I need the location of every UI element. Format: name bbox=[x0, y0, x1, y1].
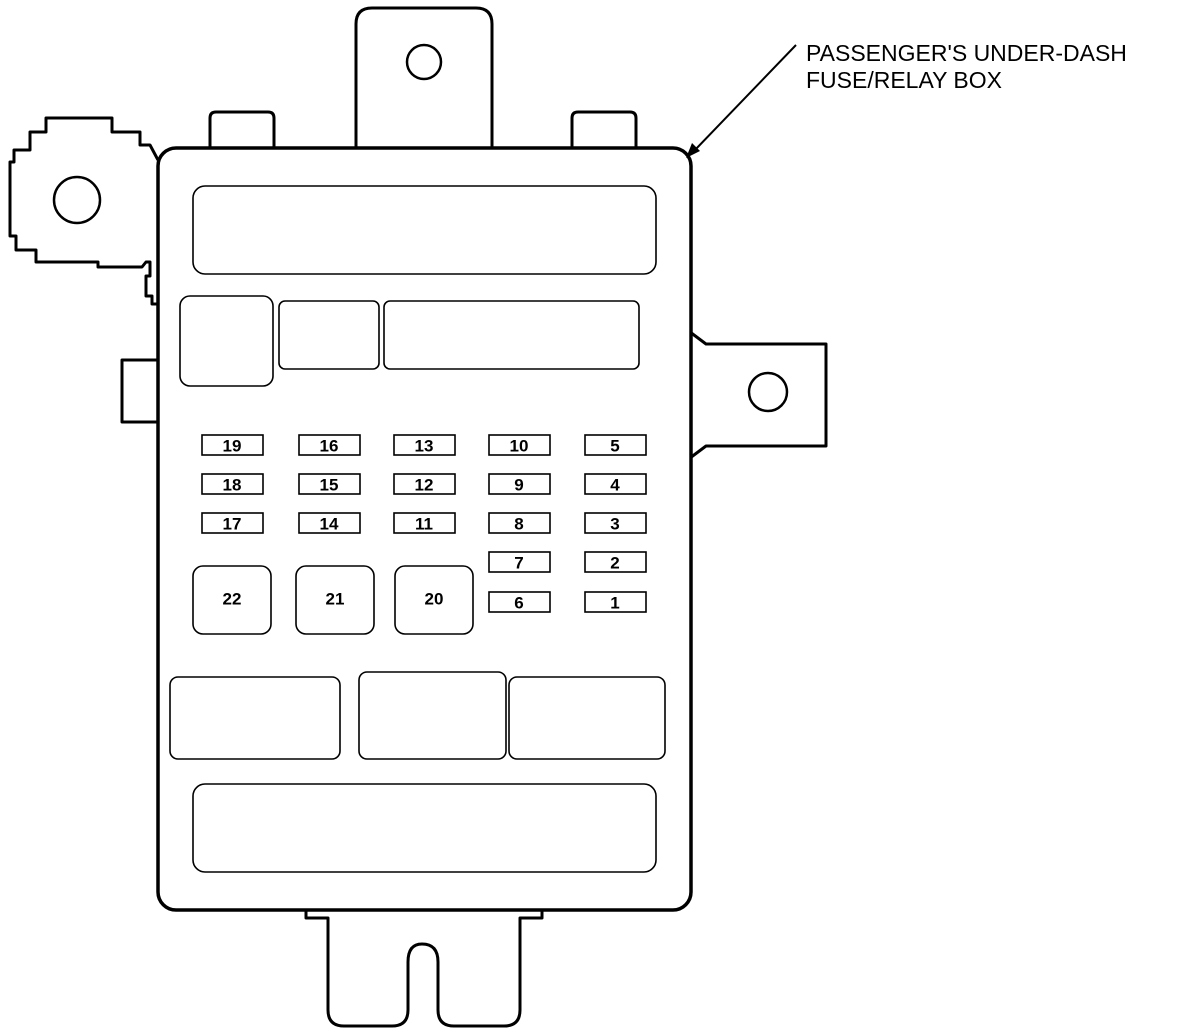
fuse-10: 10 bbox=[488, 434, 551, 456]
fuse-number: 13 bbox=[415, 437, 434, 456]
fuse-slot bbox=[298, 512, 361, 534]
relay-slot-top bbox=[192, 185, 657, 275]
fuse-18: 18 bbox=[201, 473, 264, 495]
large-fuse-group: 22 21 20 bbox=[192, 565, 474, 635]
large-fuse-slot bbox=[192, 565, 272, 635]
fuse-slot bbox=[584, 591, 647, 613]
fuse-number: 9 bbox=[514, 476, 523, 495]
large-fuse-number: 22 bbox=[223, 590, 242, 609]
fuse-number: 3 bbox=[610, 515, 619, 534]
fuse-slot bbox=[201, 473, 264, 495]
fuse-slot bbox=[584, 512, 647, 534]
relay-slot-middle bbox=[278, 300, 380, 370]
fuse-slot bbox=[488, 434, 551, 456]
large-fuse-slot bbox=[295, 565, 375, 635]
fuse-number: 15 bbox=[320, 476, 339, 495]
fuse-slot bbox=[201, 434, 264, 456]
fuse-number: 2 bbox=[610, 554, 619, 573]
label-arrowhead bbox=[686, 143, 700, 158]
fuse-number: 17 bbox=[223, 515, 242, 534]
fuse-16: 16 bbox=[298, 434, 361, 456]
bottom-connector bbox=[304, 908, 544, 1028]
relay-slot-bottom-right bbox=[508, 676, 666, 760]
fuse-1: 1 bbox=[584, 591, 647, 613]
fuse-group: 19 16 13 10 5 18 15 12 9 4 17 14 11 8 3 7 2 6 1 bbox=[201, 434, 647, 613]
fuse-slot bbox=[201, 512, 264, 534]
fuse-6: 6 bbox=[488, 591, 551, 613]
relay-slot-right bbox=[383, 300, 640, 370]
large-fuse-21: 21 bbox=[295, 565, 375, 635]
fuse-8: 8 bbox=[488, 512, 551, 534]
fuse-slot bbox=[393, 473, 456, 495]
fuse-slot bbox=[584, 473, 647, 495]
fuse-number: 14 bbox=[320, 515, 339, 534]
fuse-slot bbox=[393, 512, 456, 534]
left-top-clip bbox=[208, 110, 276, 148]
fuse-number: 6 bbox=[514, 594, 523, 613]
fuse-11: 11 bbox=[393, 512, 456, 534]
fuse-15: 15 bbox=[298, 473, 361, 495]
fuse-number: 1 bbox=[610, 594, 619, 613]
fuse-19: 19 bbox=[201, 434, 264, 456]
relay-slot-bottom-middle bbox=[358, 671, 507, 760]
fuse-slot bbox=[488, 512, 551, 534]
fuse-7: 7 bbox=[488, 551, 551, 573]
left-bracket-hole bbox=[52, 175, 102, 225]
right-mounting-tab bbox=[689, 330, 828, 460]
fuse-slot bbox=[488, 591, 551, 613]
fuse-slot bbox=[393, 434, 456, 456]
fuse-9: 9 bbox=[488, 473, 551, 495]
fuse-slot bbox=[584, 434, 647, 456]
fuse-number: 10 bbox=[510, 437, 529, 456]
fuse-slot bbox=[488, 473, 551, 495]
fuse-number: 5 bbox=[610, 437, 619, 456]
fuse-4: 4 bbox=[584, 473, 647, 495]
fuse-slot bbox=[298, 434, 361, 456]
fuse-box-label: PASSENGER'S UNDER-DASH FUSE/RELAY BOX bbox=[806, 40, 1127, 94]
label-leader-line bbox=[693, 44, 797, 152]
fuse-number: 18 bbox=[223, 476, 242, 495]
label-line-2: FUSE/RELAY BOX bbox=[806, 67, 1002, 93]
fuse-13: 13 bbox=[393, 434, 456, 456]
large-fuse-slot bbox=[394, 565, 474, 635]
fuse-slot bbox=[488, 551, 551, 573]
fuse-number: 12 bbox=[415, 476, 434, 495]
fuse-5: 5 bbox=[584, 434, 647, 456]
right-mounting-hole bbox=[747, 371, 789, 413]
fuse-slot bbox=[584, 551, 647, 573]
fuse-number: 19 bbox=[223, 437, 242, 456]
top-mounting-hole bbox=[405, 43, 443, 81]
left-bracket bbox=[8, 116, 160, 306]
fuse-number: 8 bbox=[514, 515, 523, 534]
large-fuse-22: 22 bbox=[192, 565, 272, 635]
relay-slot-left bbox=[179, 295, 274, 387]
label-line-1: PASSENGER'S UNDER-DASH bbox=[806, 40, 1127, 66]
fuse-3: 3 bbox=[584, 512, 647, 534]
large-fuse-number: 21 bbox=[326, 590, 345, 609]
fuse-2: 2 bbox=[584, 551, 647, 573]
fuse-number: 11 bbox=[415, 515, 433, 534]
right-top-clip bbox=[570, 110, 638, 148]
fuse-12: 12 bbox=[393, 473, 456, 495]
top-mounting-tab bbox=[354, 6, 494, 148]
fuse-number: 16 bbox=[320, 437, 339, 456]
fuse-number: 7 bbox=[514, 554, 523, 573]
left-lower-step bbox=[120, 358, 158, 424]
relay-slot-bottom-left bbox=[169, 676, 341, 760]
large-fuse-number: 20 bbox=[425, 590, 444, 609]
fuse-number: 4 bbox=[610, 476, 620, 495]
large-fuse-20: 20 bbox=[394, 565, 474, 635]
fuse-slot bbox=[298, 473, 361, 495]
fuse-14: 14 bbox=[298, 512, 361, 534]
relay-slot-bottom bbox=[192, 783, 657, 873]
fuse-17: 17 bbox=[201, 512, 264, 534]
